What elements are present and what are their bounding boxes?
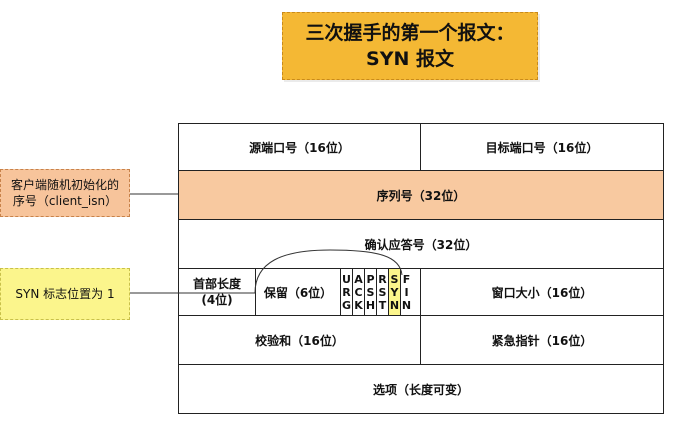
flag-ack: A C K xyxy=(353,269,365,315)
flag-fin-i: I xyxy=(404,285,409,299)
flag-psh-p: P xyxy=(366,272,375,286)
flag-rst-t: T xyxy=(378,298,387,312)
flag-ack-k: K xyxy=(354,298,363,312)
isn-note-line-2: 序号（client_isn） xyxy=(12,194,118,208)
flag-syn-s: S xyxy=(390,272,399,286)
seq-cell: 序列号（32位） xyxy=(178,170,664,220)
flag-fin-n: N xyxy=(401,298,412,312)
flag-urg-u: U xyxy=(342,272,351,286)
flag-ack-a: A xyxy=(354,272,363,286)
options-label: 选项（长度可变） xyxy=(372,382,469,397)
options-cell: 选项（长度可变） xyxy=(178,364,664,414)
flag-urg-g: G xyxy=(341,298,352,312)
diagram-title: 三次握手的第一个报文： SYN 报文 xyxy=(282,12,538,80)
title-line-1: 三次握手的第一个报文： xyxy=(305,22,515,44)
seq-label: 序列号（32位） xyxy=(376,188,466,203)
header-length-cell: 首部长度 (4位) xyxy=(178,268,256,316)
syn-note: SYN 标志位置为 1 xyxy=(0,268,130,320)
ack-cell: 确认应答号（32位） xyxy=(178,219,664,269)
flag-rst: R S T xyxy=(377,269,389,315)
syn-connector-arc xyxy=(254,249,403,294)
src-port-label: 源端口号（16位） xyxy=(249,140,350,155)
reserved-cell: 保留（6位） xyxy=(255,268,341,316)
dst-port-label: 目标端口号（16位） xyxy=(485,140,599,155)
flag-urg: U R G xyxy=(341,269,353,315)
flag-psh: P S H xyxy=(365,269,377,315)
window-cell: 窗口大小（16位） xyxy=(420,268,664,316)
title-line-2: SYN 报文 xyxy=(366,48,454,70)
flag-ack-c: C xyxy=(354,285,363,299)
flag-rst-s: S xyxy=(378,285,387,299)
urgent-pointer-label: 紧急指针（16位） xyxy=(491,333,593,348)
flag-psh-h: H xyxy=(365,298,376,312)
header-length-line-2: (4位) xyxy=(201,293,233,307)
flag-urg-r: R xyxy=(342,285,351,299)
flag-syn-n: N xyxy=(389,298,400,312)
reserved-label: 保留（6位） xyxy=(263,285,333,300)
checksum-label: 校验和（16位） xyxy=(255,333,344,348)
urgent-pointer-cell: 紧急指针（16位） xyxy=(420,315,664,365)
isn-note-line-1: 客户端随机初始化的 xyxy=(10,178,119,192)
flag-fin: F I N xyxy=(401,269,412,315)
header-length-line-1: 首部长度 xyxy=(192,277,241,291)
syn-note-text: SYN 标志位置为 1 xyxy=(15,287,115,301)
flag-rst-r: R xyxy=(378,272,387,286)
window-label: 窗口大小（16位） xyxy=(491,285,593,300)
flag-syn: S Y N xyxy=(389,269,401,315)
src-port-cell: 源端口号（16位） xyxy=(178,123,421,171)
ack-label: 确认应答号（32位） xyxy=(364,237,478,252)
checksum-cell: 校验和（16位） xyxy=(178,315,421,365)
isn-note: 客户端随机初始化的 序号（client_isn） xyxy=(0,169,130,217)
flag-psh-s: S xyxy=(366,285,375,299)
dst-port-cell: 目标端口号（16位） xyxy=(420,123,664,171)
flag-fin-f: F xyxy=(402,272,411,286)
flags-cell: U R G A C K P S H R S T S Y N F I N xyxy=(340,268,421,316)
flag-syn-y: Y xyxy=(390,285,399,299)
